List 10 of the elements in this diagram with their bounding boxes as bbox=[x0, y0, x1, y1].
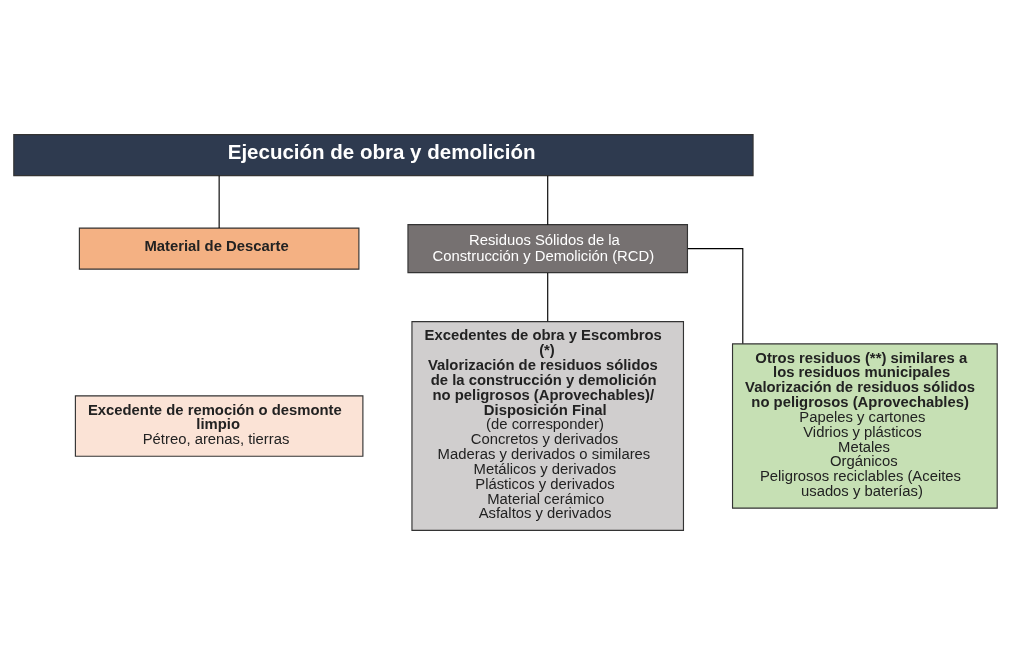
node-box: Excedente de remoción o desmonte limpio Pétreo, arenas, tierras bbox=[74, 394, 363, 457]
node-box: Ejecución de obra y demolición bbox=[12, 133, 754, 176]
node-box: Otros residuos (**) similares a los residuos municipales Valorización de residuos sólidos no peligrosos (Aprovechables) Papeles y cartones Vidrios y plásticos Metales Orgánicos Peligrosos reciclables (Aceites usados y baterías) bbox=[731, 342, 998, 509]
node-box: Residuos Sólidos de la Construcción y Demolición (RCD) bbox=[406, 223, 688, 273]
connector bbox=[546, 271, 548, 322]
node-box: Excedentes de obra y Escombros (*) Valorización de residuos sólidos de la construcción y demolición no peligrosos (Aprovechables)/ Disposición Final (de corresponder) Concretos y derivados Maderas y derivados o similares Metálicos y derivados Plásticos y derivados Material cerámico Asfaltos y derivados bbox=[410, 320, 684, 531]
connector bbox=[218, 174, 220, 228]
connector bbox=[546, 174, 548, 225]
connector bbox=[686, 247, 743, 344]
node-box: Material de Descarte bbox=[78, 227, 359, 270]
